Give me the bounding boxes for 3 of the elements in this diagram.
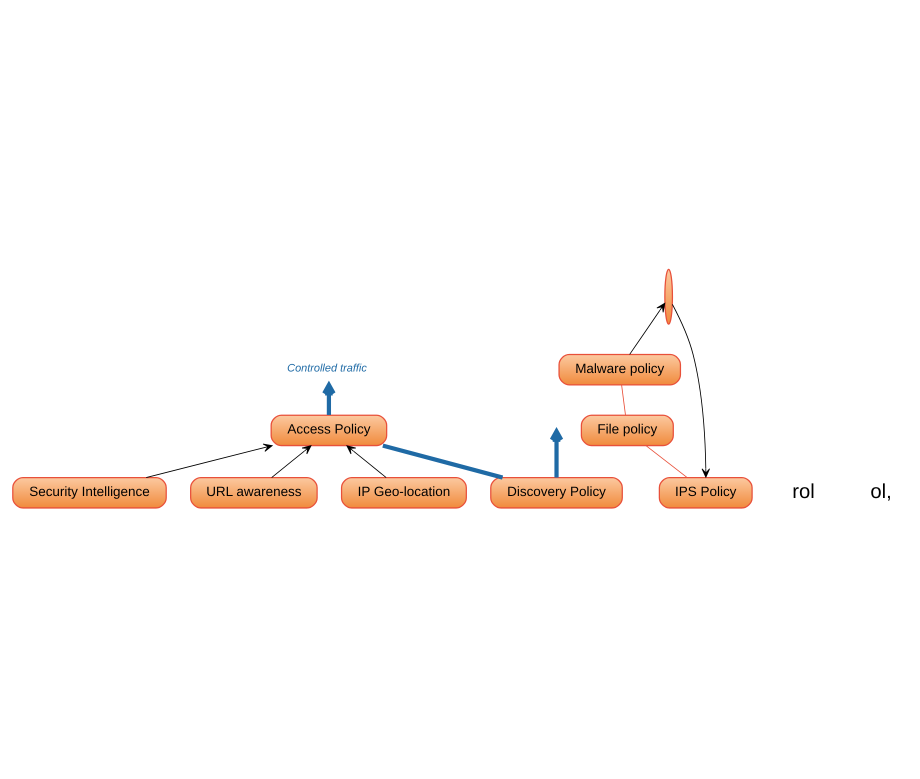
- label: rol: [792, 480, 815, 503]
- node-text: Controlled traffic: [287, 362, 367, 375]
- label: ol,: [870, 480, 892, 503]
